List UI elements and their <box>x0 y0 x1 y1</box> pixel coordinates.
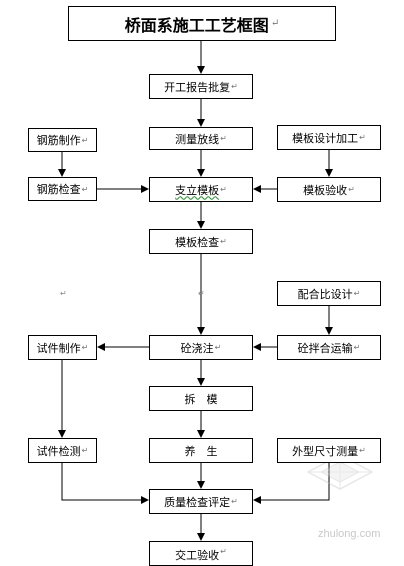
box-label: 钢筋制作 <box>36 134 81 147</box>
box-label: 试件检测 <box>36 444 81 458</box>
box-celiang: 测量放线↵ <box>149 127 253 150</box>
box-gangjin-zhizuo: 钢筋制作↵ <box>28 128 97 152</box>
paragraph-mark: ↵ <box>60 289 67 298</box>
box-label: 试件制作 <box>36 341 81 355</box>
paragraph-mark: ↵ <box>231 497 238 506</box>
box-label: 模板设计加工 <box>292 131 359 145</box>
box-label: 模板检查 <box>175 235 220 249</box>
box-peihebi: 配合比设计↵ <box>277 281 381 306</box>
paragraph-mark: ↵ <box>81 343 89 352</box>
box-label: 配合比设计 <box>297 287 353 301</box>
box-zhili-moban: 支立模板↵ <box>149 177 253 202</box>
paragraph-mark: ↵ <box>220 134 227 143</box>
box-waixing: 外型尺寸测量↵ <box>277 438 381 463</box>
paragraph-mark: ↵ <box>214 343 222 352</box>
box-label: 模板验收 <box>303 183 348 197</box>
paragraph-mark: ↵ <box>348 185 355 194</box>
paragraph-mark: ↵ <box>220 237 227 246</box>
paragraph-mark: ↵ <box>220 547 227 556</box>
arrow-shijian-jiance-to-zhiliang <box>61 463 149 504</box>
box-moban-jiancha: 模板检查↵ <box>149 229 253 254</box>
box-moban-sheji: 模板设计加工↵ <box>277 125 381 150</box>
box-label: 砼浇注 <box>180 341 214 355</box>
diagram-title-box: 桥面系施工工艺框图↵ <box>68 6 336 41</box>
paragraph-mark: ↵ <box>270 18 280 29</box>
box-shijian-jiance: 试件检测↵ <box>28 438 97 463</box>
paragraph-mark: ↵ <box>353 289 361 298</box>
box-label: 砼拌合运输 <box>297 341 353 355</box>
box-chaimo: 拆 模 <box>149 386 253 411</box>
paragraph-mark: ↵ <box>353 343 361 352</box>
box-label: 交工验收 <box>175 549 220 562</box>
box-moban-yanshou: 模板验收↵ <box>277 177 381 202</box>
box-label: 开工报告批复 <box>164 80 231 94</box>
watermark-text: zhulong.com <box>318 528 381 540</box>
paragraph-mark: ↵ <box>198 289 205 298</box>
paragraph-mark: ↵ <box>220 185 227 194</box>
paragraph-mark: ↵ <box>81 135 89 145</box>
box-label: 拆 模 <box>184 392 218 406</box>
box-jiaozhu: 砼浇注↵ <box>149 335 253 360</box>
box-label: 质量检查评定 <box>164 495 231 509</box>
box-shijian-zhizuo: 试件制作↵ <box>28 335 97 360</box>
box-zhiliang: 质量检查评定↵ <box>149 489 253 514</box>
box-label: 支立模板 <box>175 183 220 197</box>
paragraph-mark: ↵ <box>359 133 366 142</box>
box-label: 养 生 <box>184 444 218 458</box>
box-gangjin-jiancha: 钢筋检查↵ <box>28 177 97 201</box>
box-label: 外型尺寸测量 <box>292 444 359 458</box>
paragraph-mark: ↵ <box>231 82 238 91</box>
box-banhe: 砼拌合运输↵ <box>277 335 381 360</box>
box-label: 钢筋检查 <box>36 183 81 196</box>
arrow-waixing-to-zhiliang <box>253 463 330 504</box>
box-label: 测量放线 <box>175 132 220 146</box>
paragraph-mark: ↵ <box>81 446 89 455</box>
paragraph-mark: ↵ <box>81 184 89 194</box>
box-kaigong: 开工报告批复↵ <box>149 74 253 99</box>
paragraph-mark: ↵ <box>359 446 366 455</box>
box-jiaogong: 交工验收↵ <box>149 541 253 566</box>
box-yangsheng: 养 生 <box>149 438 253 463</box>
diagram-title: 桥面系施工工艺框图 <box>124 15 269 35</box>
